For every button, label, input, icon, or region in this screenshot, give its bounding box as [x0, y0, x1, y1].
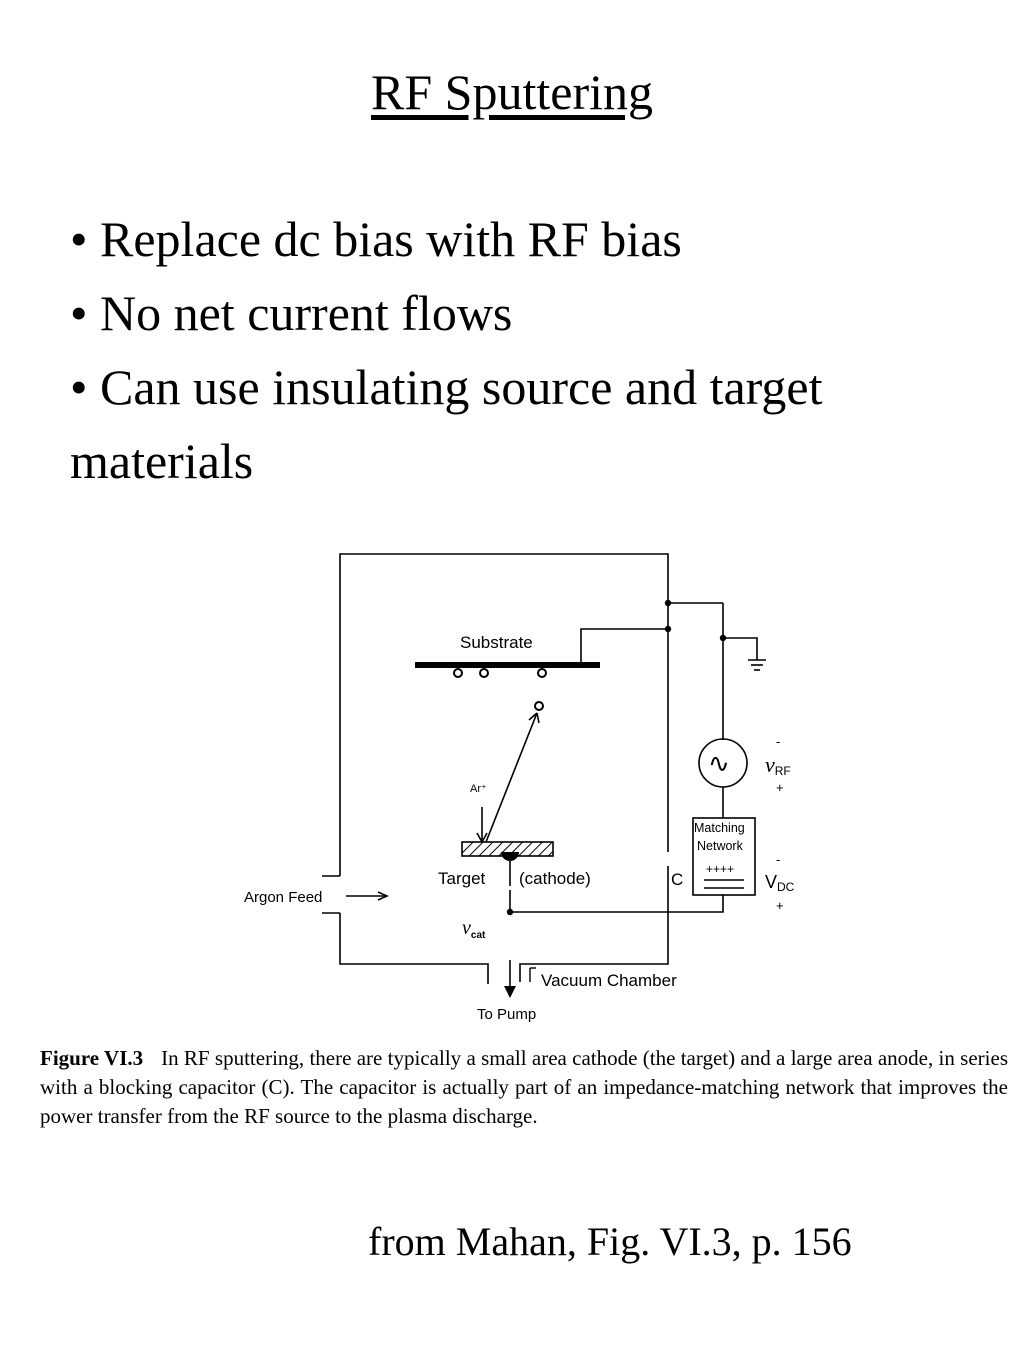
substrate-label: Substrate — [460, 633, 533, 652]
rf-sputtering-diagram: Substrate Ar⁺ Target (cathode) Argon Fee… — [244, 553, 795, 1023]
vdc-label: VDC — [765, 872, 795, 894]
chamber-wall-upper — [339, 553, 669, 876]
argon-feed-arrowhead — [377, 891, 389, 901]
vrf-label: vRF — [765, 752, 791, 778]
matching-network-box — [692, 817, 756, 896]
ion-trajectory-arrow-left — [528, 712, 538, 721]
atom-on-substrate — [453, 668, 463, 678]
ground-wire — [723, 637, 758, 660]
capacitor-label: C — [671, 870, 683, 889]
vrf-minus-sign: - — [776, 734, 780, 749]
matching-network-label-line1: Matching — [694, 821, 745, 835]
figure-caption-text: In RF sputtering, there are typically a … — [40, 1046, 1008, 1128]
junction-dot-chamber-top — [664, 599, 672, 607]
vcat-label: vcat — [462, 917, 486, 941]
junction-dot-substrate — [664, 625, 672, 633]
figure-label: Figure VI.3 — [40, 1046, 144, 1070]
ion-label: Ar⁺ — [470, 783, 487, 795]
plus-charges: ++++ — [706, 862, 734, 876]
target-label: Target — [438, 869, 486, 888]
vacuum-chamber-label: Vacuum Chamber — [541, 971, 677, 990]
source-note: from Mahan, Fig. VI.3, p. 156 — [368, 1219, 852, 1264]
bullet-list: • Replace dc bias with RF bias • No net … — [70, 202, 1010, 498]
cathode-return-wire — [509, 890, 724, 913]
chamber-wall-lower — [339, 913, 489, 984]
vdc-plus-sign: + — [776, 898, 784, 913]
substrate-plate — [415, 662, 600, 668]
matching-network-label-line2: Network — [697, 839, 744, 853]
rf-source-icon: ∿ — [708, 748, 730, 778]
pump-arrowhead — [504, 986, 516, 998]
argon-feed-label: Argon Feed — [244, 889, 322, 906]
vdc-minus-sign: - — [776, 852, 780, 867]
bullet-item: • Can use insulating source and target m… — [70, 359, 823, 489]
slide-title: RF Sputtering — [371, 64, 653, 120]
substrate-wire — [580, 628, 668, 664]
ion-trajectory — [485, 712, 538, 843]
cathode-label: (cathode) — [519, 869, 591, 888]
minus-charges: - - - - — [707, 890, 729, 901]
bullet-item: • Replace dc bias with RF bias — [70, 211, 682, 267]
junction-dot-cathode — [506, 908, 514, 916]
sputtered-atom — [534, 701, 544, 711]
vrf-plus-sign: + — [776, 780, 784, 795]
bullet-item: • No net current flows — [70, 285, 513, 341]
target-plate — [461, 841, 554, 857]
junction-dot-ground — [719, 634, 727, 642]
atom-on-substrate — [537, 668, 547, 678]
atom-on-substrate — [479, 668, 489, 678]
to-pump-label: To Pump — [477, 1006, 536, 1023]
chamber-wall-right-lower — [519, 866, 669, 982]
ion-trajectory-arrow-right — [536, 712, 540, 724]
